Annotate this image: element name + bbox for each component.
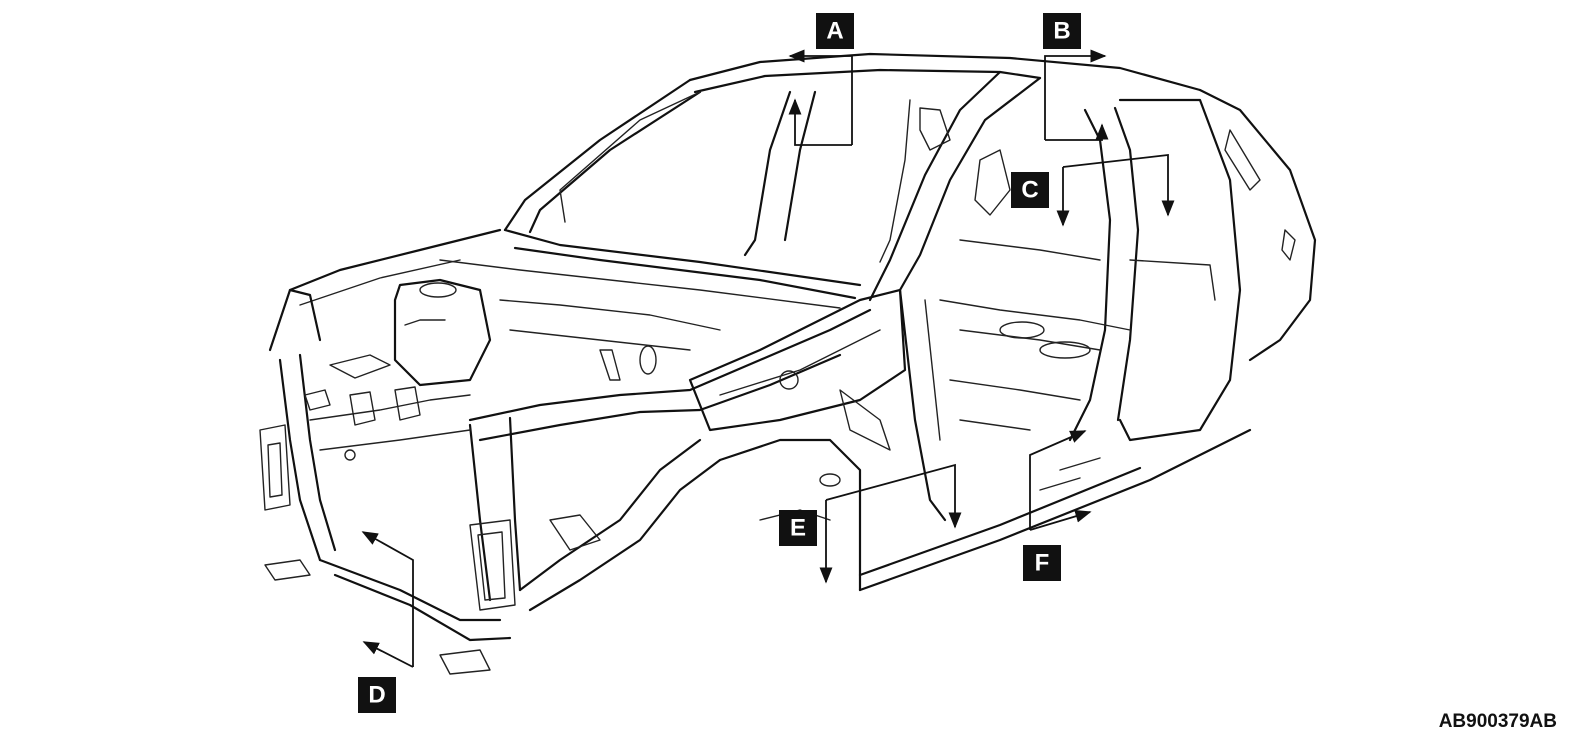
callout-label-B: B <box>1053 18 1070 45</box>
callout-B: B <box>1043 13 1081 49</box>
callout-label-E: E <box>790 515 806 542</box>
callout-arrows <box>361 49 1175 668</box>
callout-label-A: A <box>826 18 843 45</box>
callout-label-F: F <box>1035 550 1050 577</box>
callout-F: F <box>1023 545 1061 581</box>
figure-id-label: AB900379AB <box>1438 711 1557 732</box>
callout-label-C: C <box>1021 177 1038 204</box>
callout-label-D: D <box>368 682 385 709</box>
callout-A: A <box>816 13 854 49</box>
body-outline <box>259 52 1317 675</box>
callout-E: E <box>779 510 817 546</box>
callout-C: C <box>1011 172 1049 208</box>
callout-D: D <box>358 677 396 713</box>
